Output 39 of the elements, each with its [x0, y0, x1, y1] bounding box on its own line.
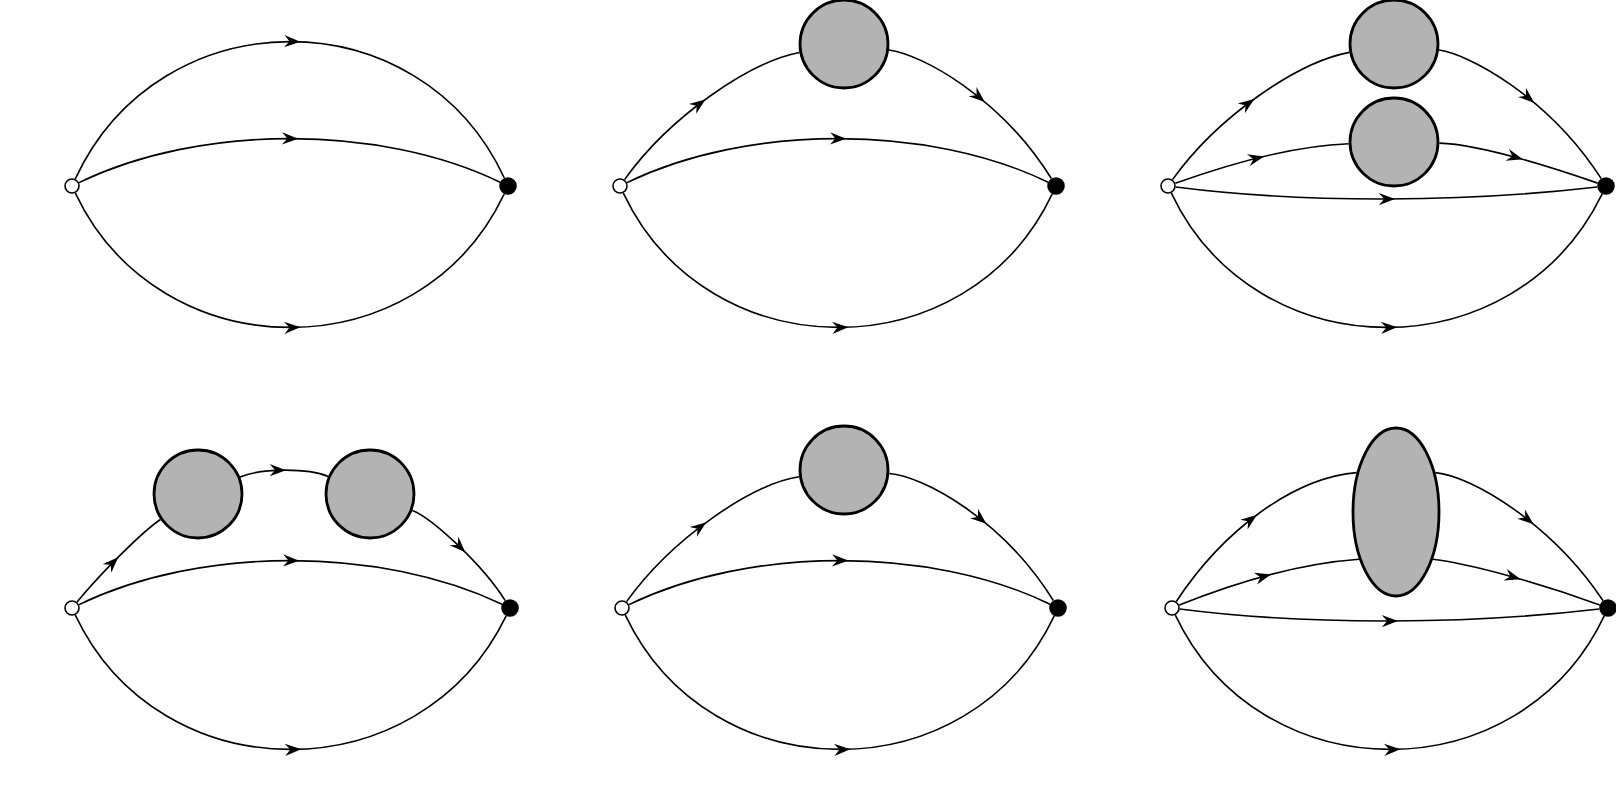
vertex-dot: [501, 599, 519, 617]
arrow: [239, 464, 329, 478]
open-circle: [614, 600, 630, 616]
arrow: [625, 476, 800, 603]
arrow: [1432, 558, 1601, 606]
open-circle: [64, 600, 80, 616]
arrow: [1438, 49, 1603, 180]
arrow: [1175, 471, 1358, 603]
arrow: [78, 132, 501, 184]
vertex-dot: [1049, 599, 1067, 617]
vertex-dot: [1047, 177, 1065, 195]
shaded-blob: [1348, 96, 1440, 188]
arrow: [411, 509, 507, 602]
arrow: [623, 51, 801, 181]
shaded-blob: [798, 424, 890, 516]
vertex-dot: [499, 177, 517, 195]
shaded-blob: [324, 448, 416, 540]
arrow: [76, 518, 162, 603]
open-circle: [612, 178, 628, 194]
shaded-blob: [152, 448, 244, 540]
arrow: [1434, 471, 1604, 602]
shaded-blob: [798, 0, 890, 90]
open-circle: [64, 178, 80, 194]
open-circle: [1160, 178, 1176, 194]
arrow: [1438, 142, 1599, 184]
arrow: [78, 554, 503, 606]
arrow: [626, 132, 1049, 184]
shaded-ellipse: [1351, 426, 1441, 598]
open-circle: [1164, 600, 1180, 616]
arrow: [1178, 558, 1360, 606]
arrow: [888, 472, 1055, 602]
arrow: [1171, 51, 1351, 181]
arrow: [888, 49, 1053, 180]
shaded-blob: [1348, 0, 1440, 90]
vertex-dot: [1597, 177, 1615, 195]
arrow: [1174, 142, 1350, 185]
arrow: [628, 554, 1051, 606]
vertex-dot: [1599, 599, 1616, 617]
arrow: [74, 35, 506, 180]
